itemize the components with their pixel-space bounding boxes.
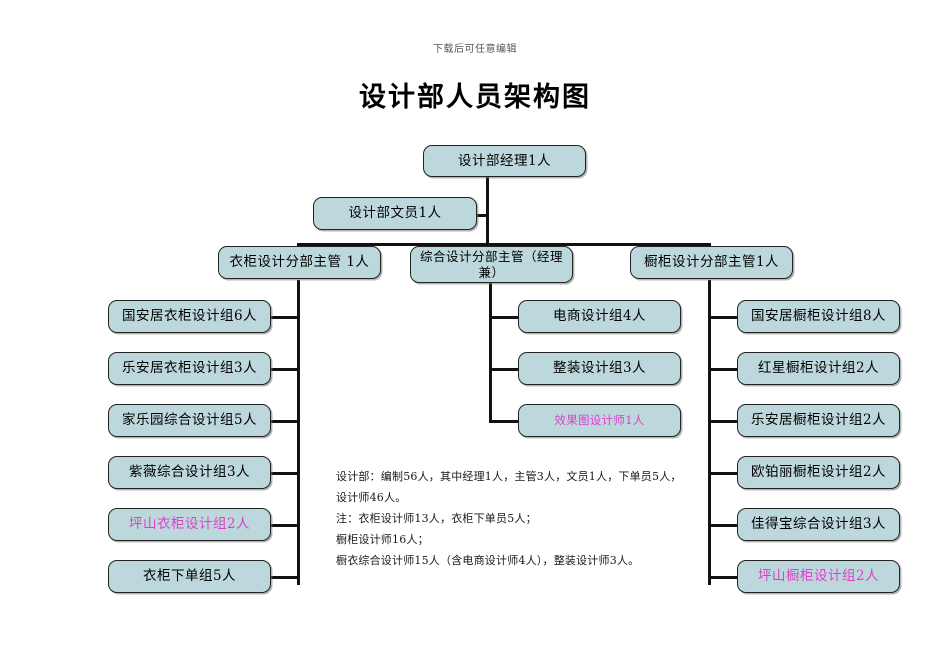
node-left-1[interactable]: 国安居衣柜设计组6人 (108, 300, 271, 333)
connector-left-stub-3 (270, 420, 299, 423)
watermark-text: 下载后可任意编辑 (433, 44, 517, 55)
node-right-6[interactable]: 坪山橱柜设计组2人 (737, 560, 900, 593)
connector-division-bus (297, 243, 711, 246)
connector-right-stub-4 (708, 472, 737, 475)
node-middle-3[interactable]: 效果图设计师1人 (518, 404, 681, 437)
notes-block: 设计部：编制56人，其中经理1人，主管3人，文员1人，下单员5人，设计师46人。… (336, 466, 688, 571)
connector-right-stub-5 (708, 524, 737, 527)
connector-left-spine (297, 280, 300, 585)
node-left-6[interactable]: 衣柜下单组5人 (108, 560, 271, 593)
node-right-4[interactable]: 欧铂丽橱柜设计组2人 (737, 456, 900, 489)
connector-division-drop-left (297, 243, 300, 248)
connector-right-spine (708, 280, 711, 585)
notes-line-1: 设计部：编制56人，其中经理1人，主管3人，文员1人，下单员5人，设计师46人。 (336, 470, 682, 504)
node-division-wardrobe-supervisor[interactable]: 衣柜设计分部主管 1人 (218, 246, 381, 279)
node-division-comprehensive-supervisor[interactable]: 综合设计分部主管（经理兼） (410, 246, 573, 283)
connector-right-stub-3 (708, 420, 737, 423)
page-title: 设计部人员架构图 (359, 82, 591, 113)
node-department-clerk[interactable]: 设计部文员1人 (313, 197, 477, 230)
notes-line-4: 橱衣综合设计师15人（含电商设计师4人），整装设计师3人。 (336, 554, 640, 567)
connector-right-stub-6 (708, 576, 737, 579)
connector-left-stub-6 (270, 576, 299, 579)
connector-right-stub-2 (708, 368, 737, 371)
node-department-manager[interactable]: 设计部经理1人 (423, 145, 586, 177)
node-middle-1[interactable]: 电商设计组4人 (518, 300, 681, 333)
connector-left-stub-2 (270, 368, 299, 371)
node-division-cabinet-supervisor[interactable]: 橱柜设计分部主管1人 (630, 246, 793, 279)
node-left-2[interactable]: 乐安居衣柜设计组3人 (108, 352, 271, 385)
node-middle-2[interactable]: 整装设计组3人 (518, 352, 681, 385)
connector-right-stub-1 (708, 316, 737, 319)
node-right-2[interactable]: 红星橱柜设计组2人 (737, 352, 900, 385)
node-right-1[interactable]: 国安居橱柜设计组8人 (737, 300, 900, 333)
node-left-5[interactable]: 坪山衣柜设计组2人 (108, 508, 271, 541)
connector-middle-stub-3 (489, 420, 518, 423)
connector-root-vertical (486, 176, 489, 246)
connector-left-stub-1 (270, 316, 299, 319)
connector-middle-stub-1 (489, 316, 518, 319)
connector-middle-stub-2 (489, 368, 518, 371)
connector-middle-spine (489, 280, 492, 421)
connector-left-stub-4 (270, 472, 299, 475)
node-left-4[interactable]: 紫薇综合设计组3人 (108, 456, 271, 489)
node-right-3[interactable]: 乐安居橱柜设计组2人 (737, 404, 900, 437)
connector-division-drop-right (708, 243, 711, 248)
connector-left-stub-5 (270, 524, 299, 527)
connector-division-drop-mid (486, 243, 489, 248)
notes-line-3: 橱柜设计师16人； (336, 533, 429, 546)
notes-line-2: 注：衣柜设计师13人，衣柜下单员5人； (336, 512, 537, 525)
node-left-3[interactable]: 家乐园综合设计组5人 (108, 404, 271, 437)
node-right-5[interactable]: 佳得宝综合设计组3人 (737, 508, 900, 541)
